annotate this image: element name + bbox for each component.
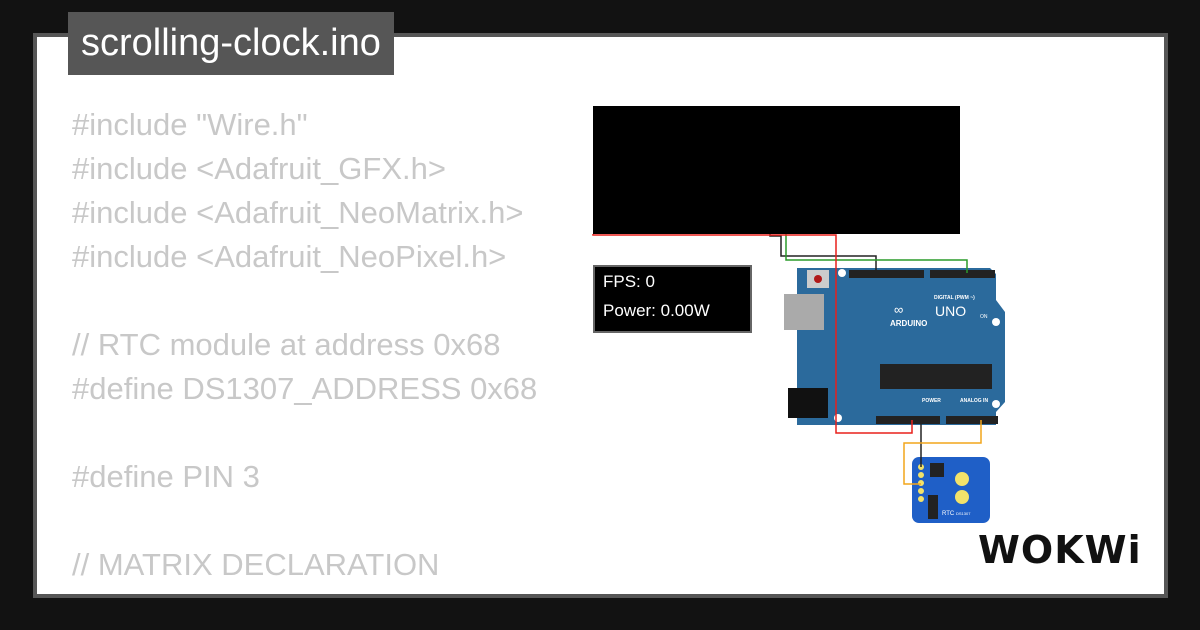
code-line: #include <Adafruit_GFX.h> [72, 151, 446, 186]
wokwi-logo: WOKWi [978, 528, 1142, 572]
arduino-uno[interactable]: ∞ ARDUINO UNO DIGITAL (PWM ~) POWER ANAL… [784, 268, 1005, 425]
wire-i2c[interactable] [903, 420, 982, 485]
code-line: #include "Wire.h" [72, 107, 308, 142]
fps-readout: FPS: 0 [603, 272, 655, 291]
code-line: // RTC module at address 0x68 [72, 327, 501, 362]
code-line: // MATRIX DECLARATION [72, 547, 440, 582]
sketch-title: scrolling-clock.ino [68, 12, 394, 75]
on-label: ON [980, 314, 988, 320]
rtc-label: RTC [942, 511, 955, 517]
code-area: #include "Wire.h" #include <Adafruit_GFX… [37, 37, 1164, 594]
code-line: #define DS1307_ADDRESS 0x68 [72, 371, 538, 406]
power-label: POWER [922, 398, 941, 404]
wire-5v[interactable] [592, 234, 913, 434]
led-matrix[interactable] [593, 106, 960, 234]
board-brand: ARDUINO [890, 319, 927, 328]
code-line: #include <Adafruit_NeoPixel.h> [72, 239, 507, 274]
code-preview: #include "Wire.h" #include <Adafruit_GFX… [72, 103, 537, 587]
code-line: #include <Adafruit_NeoMatrix.h> [72, 195, 524, 230]
rtc-module[interactable]: RTC DS1307 [912, 457, 990, 523]
simulation-stats: FPS: 0 Power: 0.00W [593, 265, 752, 333]
analog-label: ANALOG IN [960, 398, 988, 404]
arduino-logo-icon: ∞ [894, 302, 903, 317]
power-readout: Power: 0.00W [603, 301, 710, 320]
digital-label: DIGITAL (PWM ~) [934, 295, 975, 301]
code-line: #define PIN 3 [72, 459, 260, 494]
wire-data[interactable] [785, 234, 968, 273]
board-model: UNO [935, 303, 966, 319]
rtc-chip-label: DS1307 [956, 511, 971, 516]
